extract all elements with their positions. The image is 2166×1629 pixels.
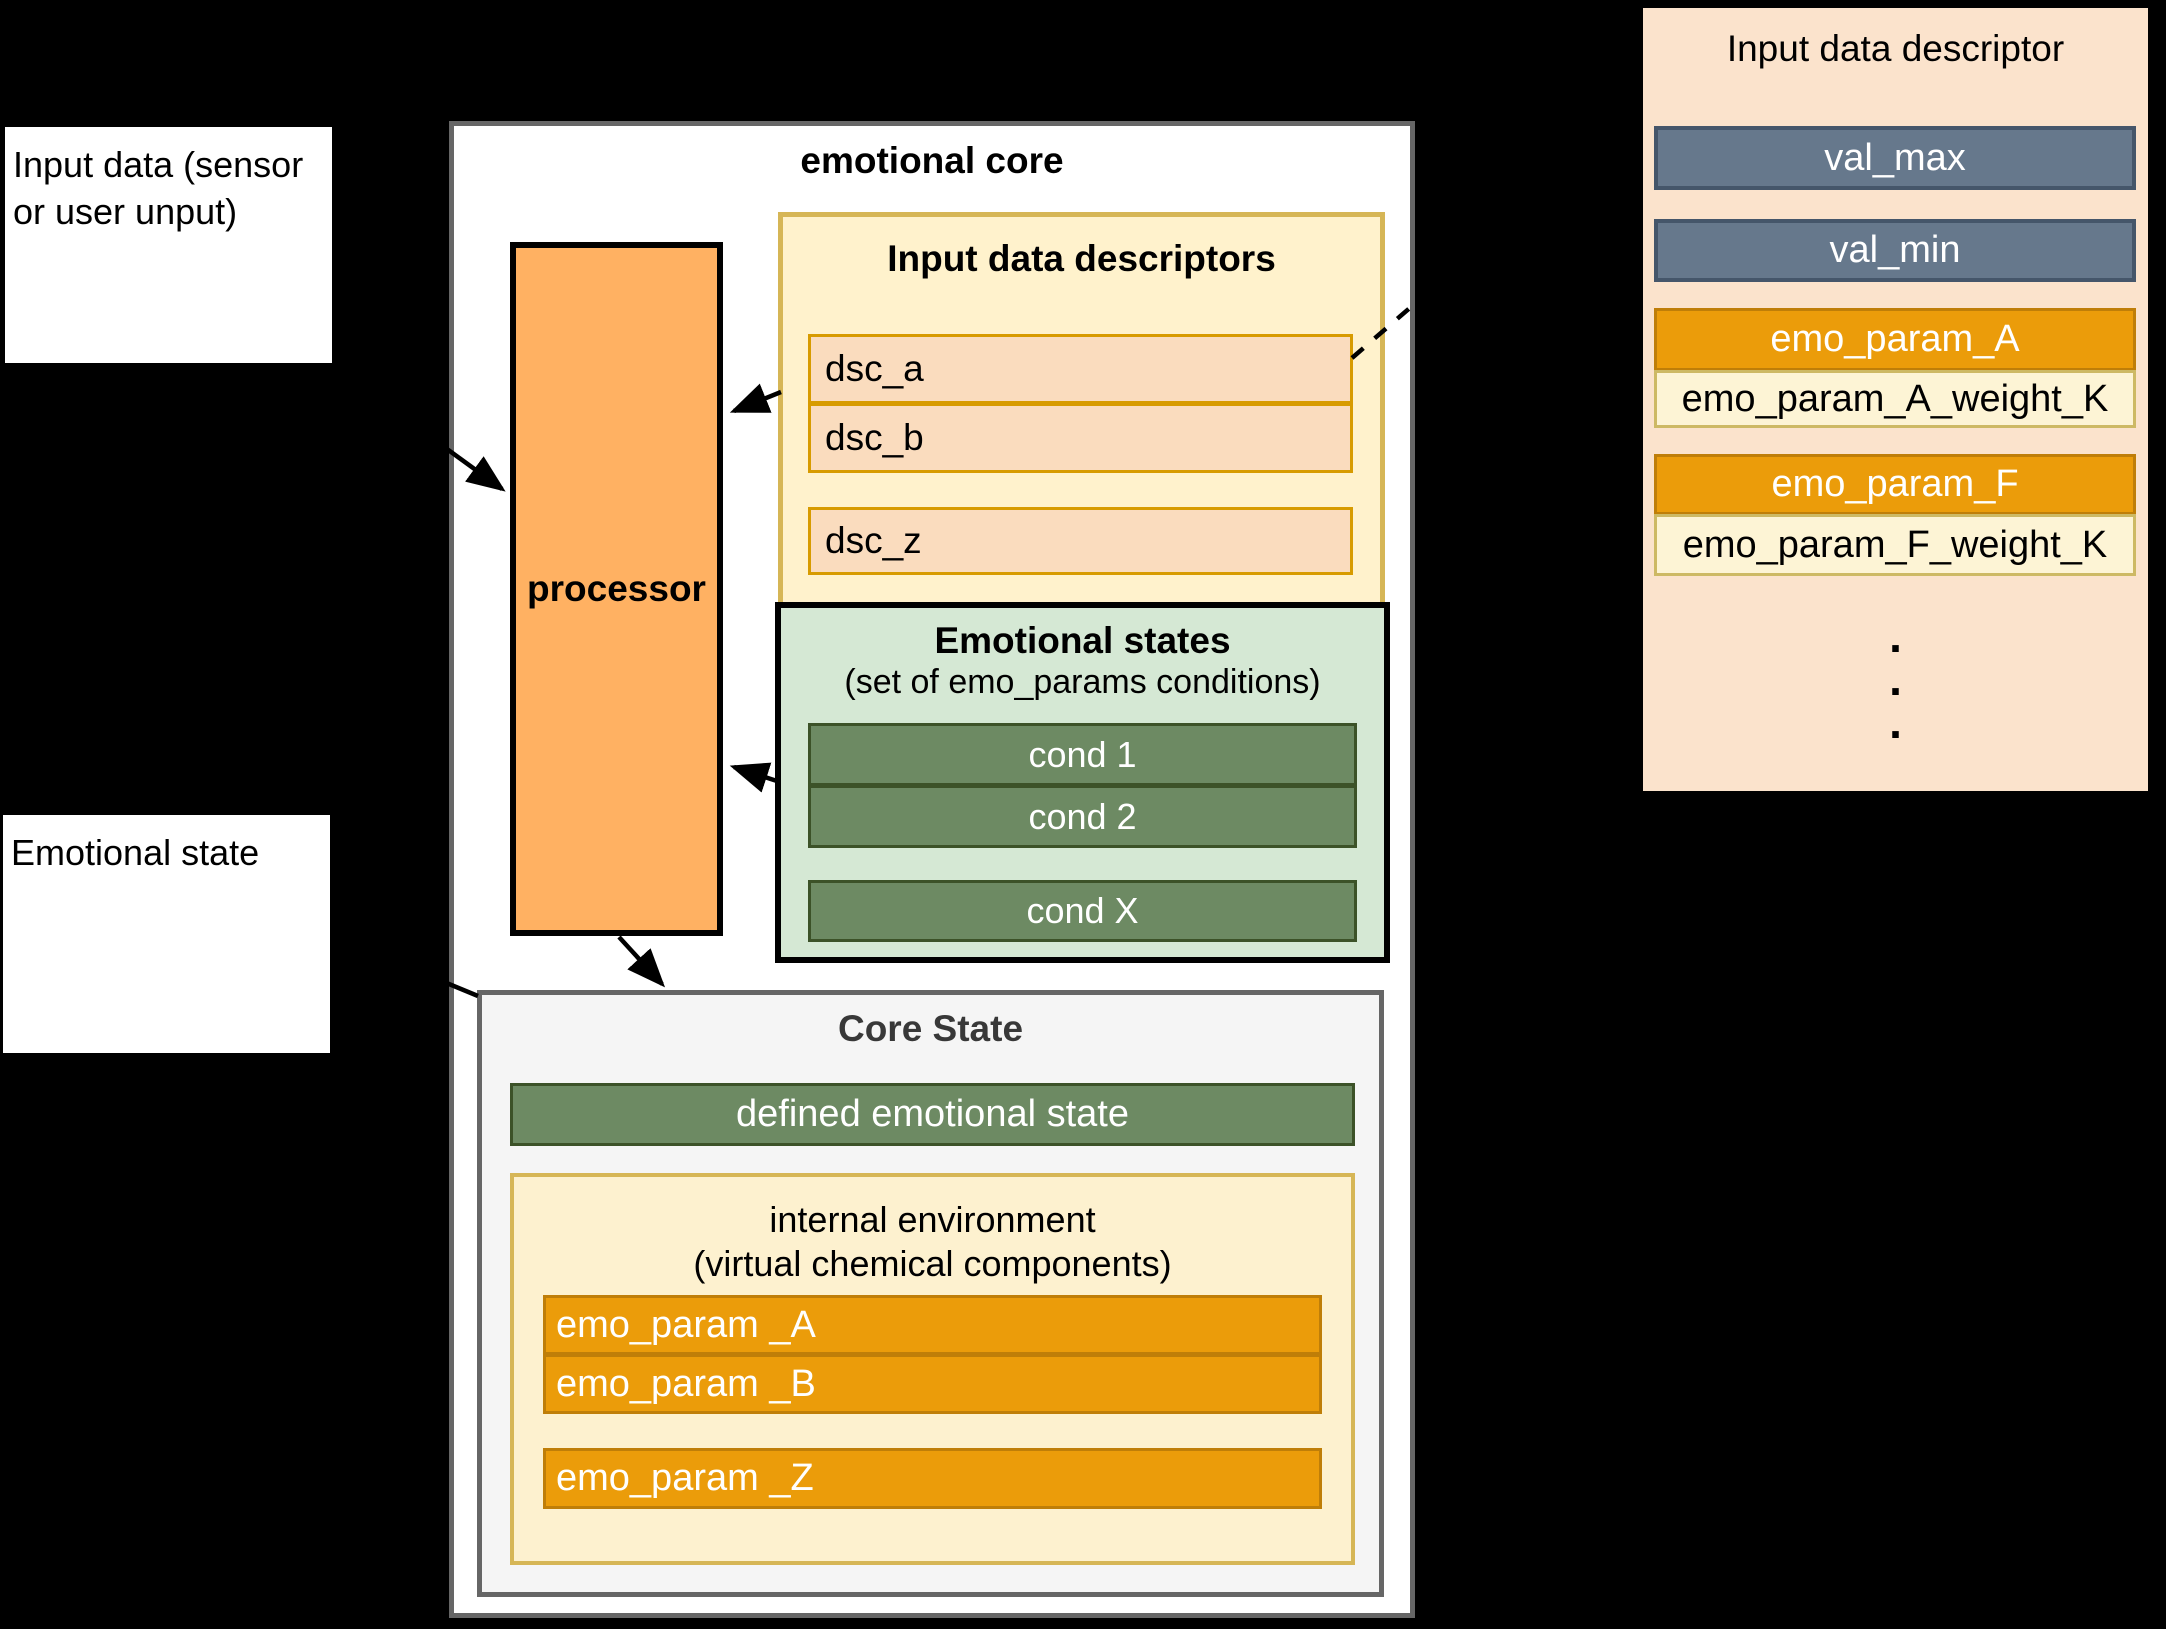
emo-param-z-label: emo_param _Z — [556, 1457, 814, 1499]
emotional-state-label: Emotional state — [11, 832, 260, 873]
dsc-b-label: dsc_b — [825, 417, 924, 458]
emo-param-a-bar: emo_param _A — [543, 1295, 1322, 1355]
emo-param-a-label: emo_param _A — [556, 1303, 816, 1346]
cond-x-bar: cond X — [808, 880, 1357, 942]
ellipsis-dots: . . . — [1643, 610, 2148, 748]
cond-x-label: cond X — [1026, 890, 1139, 931]
input-data-label: Input data (sensor or user unput) — [13, 144, 304, 232]
emotional-states-subtitle: (set of emo_params conditions) — [844, 663, 1321, 701]
internal-environment-title: internal environment (virtual chemical c… — [510, 1198, 1355, 1286]
input-data-label-box: Input data (sensor or user unput) — [5, 127, 332, 363]
cond-2-bar: cond 2 — [808, 785, 1357, 848]
processor-label: processor — [527, 568, 706, 609]
core-state-title: Core State — [837, 1008, 1024, 1049]
defined-emotional-state-bar: defined emotional state — [510, 1083, 1355, 1146]
val-max-label: val_max — [1824, 136, 1966, 179]
ellipsis-dot: . — [1889, 610, 1902, 662]
dsc-a-bar: dsc_a — [808, 334, 1353, 404]
internal-environment-title-line2: (virtual chemical components) — [693, 1243, 1172, 1284]
panel-emo-param-a-weight-label: emo_param_A_weight_K — [1681, 377, 2109, 420]
dsc-z-label: dsc_z — [825, 520, 922, 561]
cond-1-label: cond 1 — [1028, 733, 1137, 775]
dsc-b-bar: dsc_b — [808, 403, 1353, 473]
cond-1-bar: cond 1 — [808, 723, 1357, 786]
dsc-a-label: dsc_a — [825, 348, 924, 389]
dsc-z-bar: dsc_z — [808, 507, 1353, 575]
emotional-states-title: Emotional states — [934, 620, 1231, 661]
panel-emo-param-a-bar: emo_param_A — [1654, 308, 2136, 371]
panel-emo-param-f-weight-bar: emo_param_F_weight_K — [1654, 514, 2136, 576]
processor-box: processor — [510, 242, 723, 936]
input-data-descriptor-panel-title: Input data descriptor — [1726, 28, 2065, 69]
emo-param-b-bar: emo_param _B — [543, 1354, 1322, 1414]
panel-emo-param-f-label: emo_param_F — [1771, 463, 2019, 505]
internal-environment-title-line1: internal environment — [769, 1199, 1096, 1240]
panel-emo-param-f-bar: emo_param_F — [1654, 454, 2136, 515]
val-min-bar: val_min — [1654, 219, 2136, 282]
input-data-descriptors-title: Input data descriptors — [887, 238, 1276, 279]
defined-emotional-state-label: defined emotional state — [736, 1093, 1129, 1135]
emo-param-z-bar: emo_param _Z — [543, 1448, 1322, 1509]
emotional-state-label-box: Emotional state — [3, 815, 330, 1053]
panel-emo-param-f-weight-label: emo_param_F_weight_K — [1682, 523, 2108, 566]
ellipsis-dot: . — [1889, 653, 1902, 705]
panel-emo-param-a-label: emo_param_A — [1770, 318, 2020, 360]
val-min-label: val_min — [1829, 229, 1961, 271]
panel-emo-param-a-weight-bar: emo_param_A_weight_K — [1654, 370, 2136, 428]
cond-2-label: cond 2 — [1028, 795, 1137, 837]
val-max-bar: val_max — [1654, 126, 2136, 190]
emotional-core-title: emotional core — [800, 140, 1064, 181]
emo-param-b-label: emo_param _B — [556, 1362, 816, 1405]
ellipsis-dot: . — [1889, 696, 1902, 748]
